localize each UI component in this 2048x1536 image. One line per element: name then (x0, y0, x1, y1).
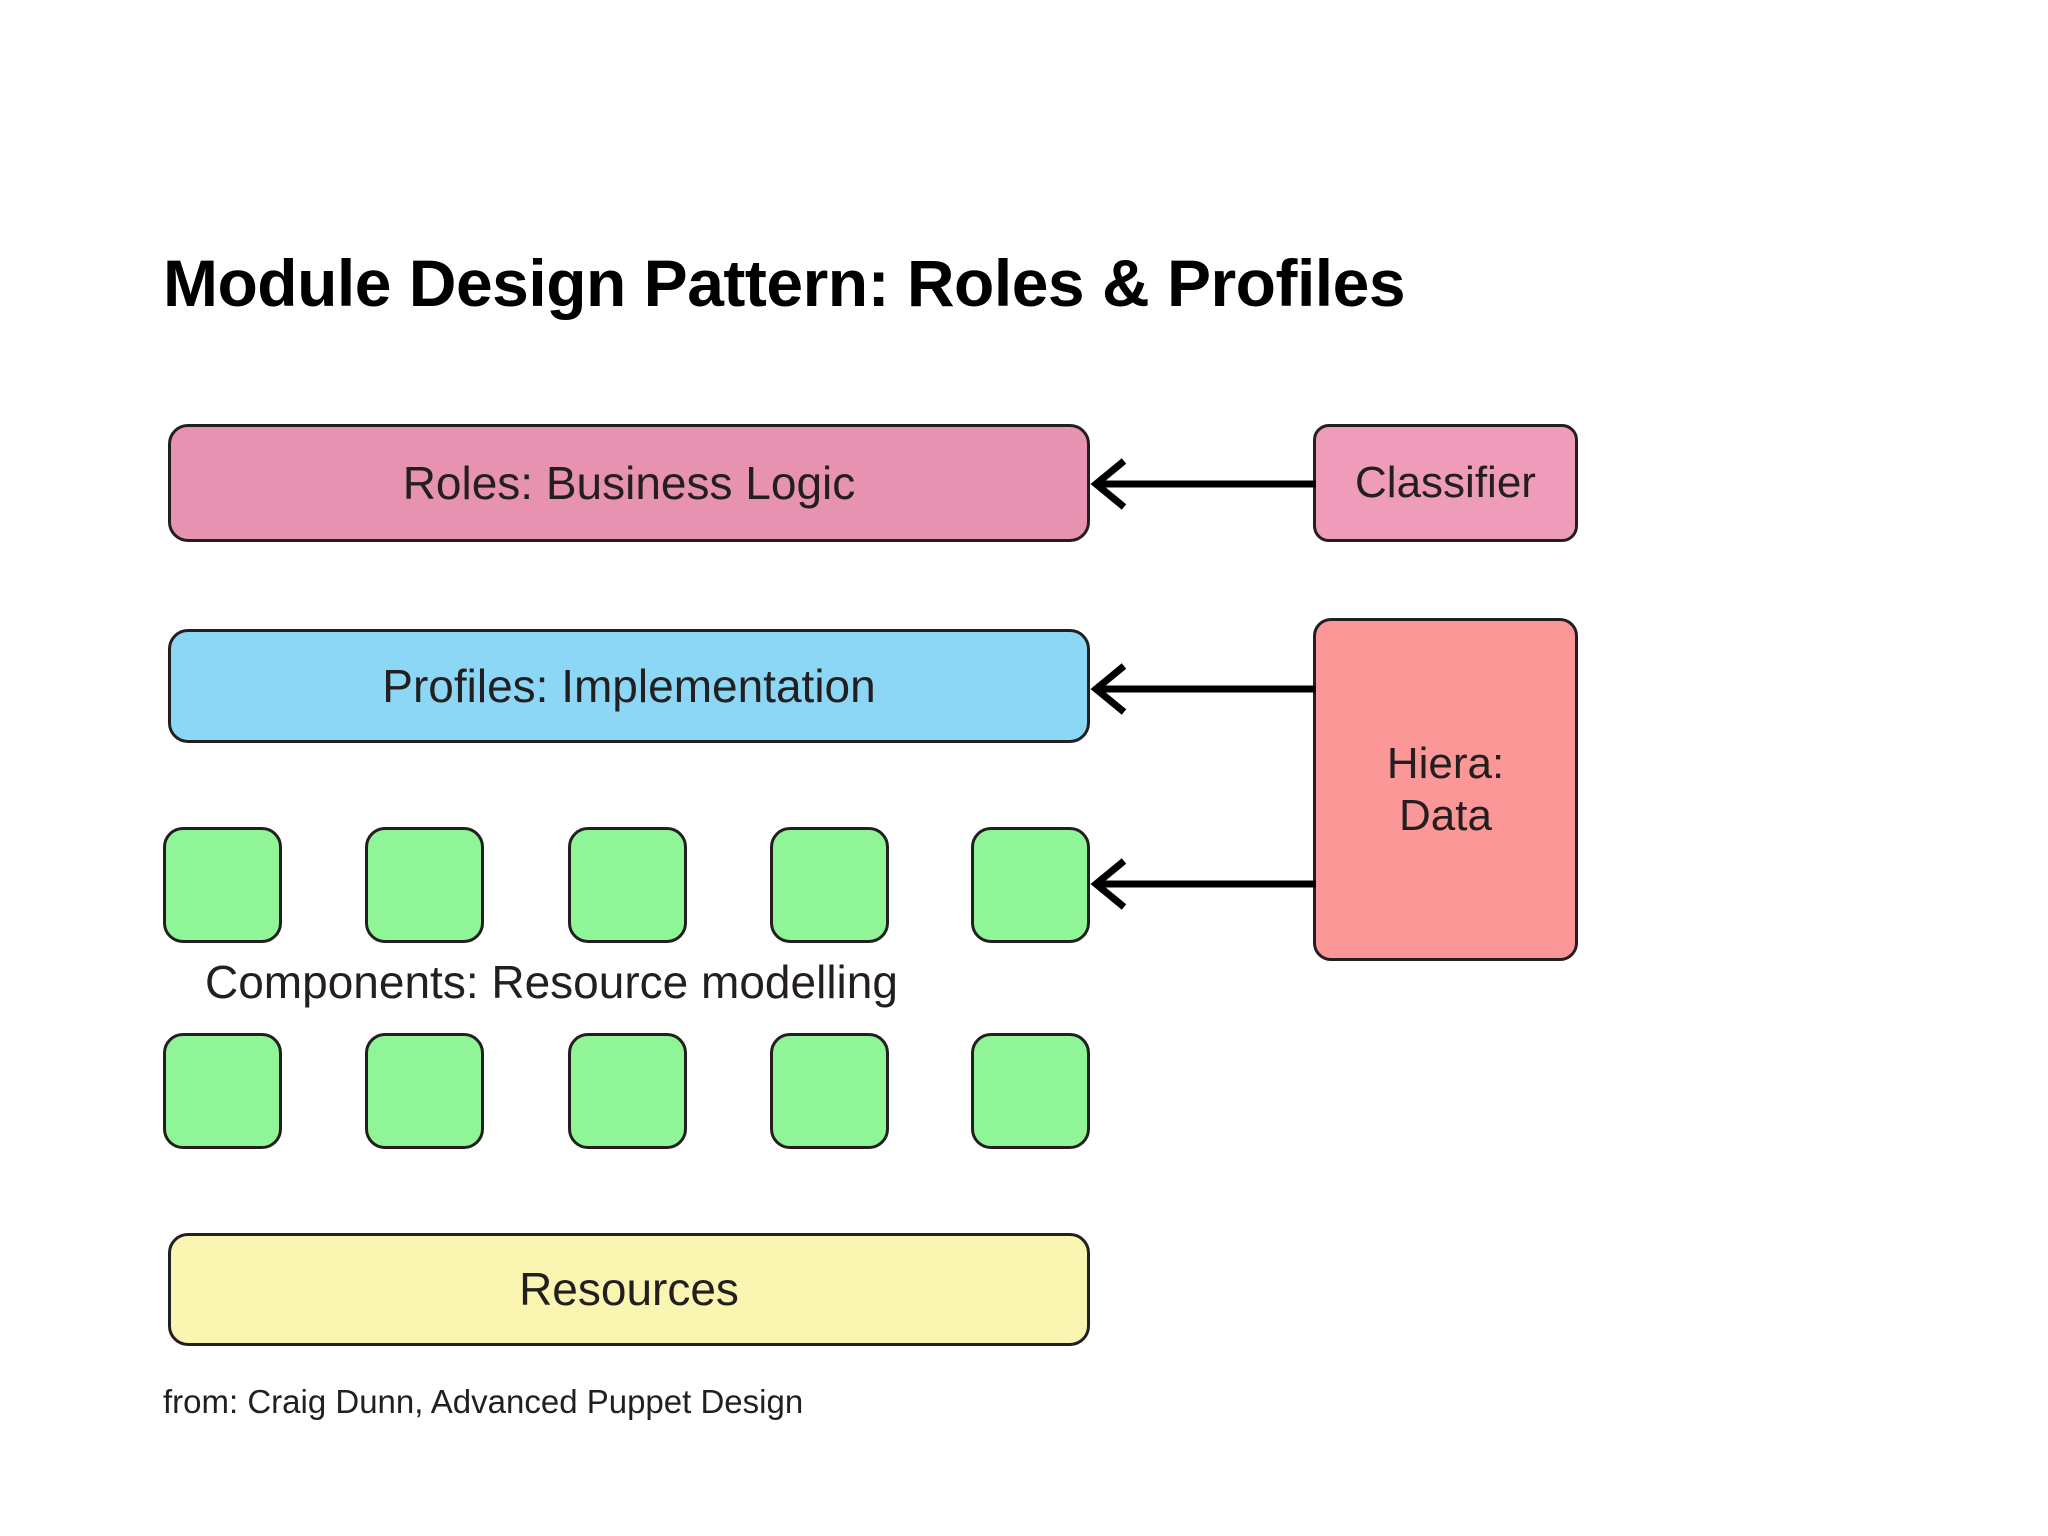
component-square-r1c5[interactable] (971, 827, 1090, 943)
roles-box-label: Roles: Business Logic (402, 456, 856, 509)
source-credit: from: Craig Dunn, Advanced Puppet Design (163, 1383, 804, 1420)
component-square-r2c3[interactable] (568, 1033, 687, 1149)
resources-box[interactable]: Resources (168, 1233, 1090, 1346)
component-square-r1c1[interactable] (163, 827, 282, 943)
component-square-r2c1[interactable] (163, 1033, 282, 1149)
component-square-r2c4[interactable] (770, 1033, 889, 1149)
profiles-box-label: Profiles: Implementation (382, 659, 876, 712)
profiles-box[interactable]: Profiles: Implementation (168, 629, 1090, 743)
roles-box[interactable]: Roles: Business Logic (168, 424, 1090, 542)
component-square-r1c3[interactable] (568, 827, 687, 943)
resources-box-label: Resources (519, 1263, 739, 1316)
arrow-classifier-to-roles (1090, 458, 1316, 510)
classifier-box[interactable]: Classifier (1313, 424, 1578, 542)
arrow-hiera-to-profiles (1090, 663, 1316, 715)
component-square-r2c5[interactable] (971, 1033, 1090, 1149)
component-square-r1c4[interactable] (770, 827, 889, 943)
component-square-r1c2[interactable] (365, 827, 484, 943)
component-square-r2c2[interactable] (365, 1033, 484, 1149)
hiera-box[interactable]: Hiera: Data (1313, 618, 1578, 961)
page-title: Module Design Pattern: Roles & Profiles (163, 246, 1406, 320)
components-caption: Components: Resource modelling (205, 956, 898, 1008)
hiera-box-label: Hiera: Data (1386, 738, 1505, 840)
arrow-hiera-to-components (1090, 858, 1316, 910)
classifier-box-label: Classifier (1355, 458, 1536, 508)
